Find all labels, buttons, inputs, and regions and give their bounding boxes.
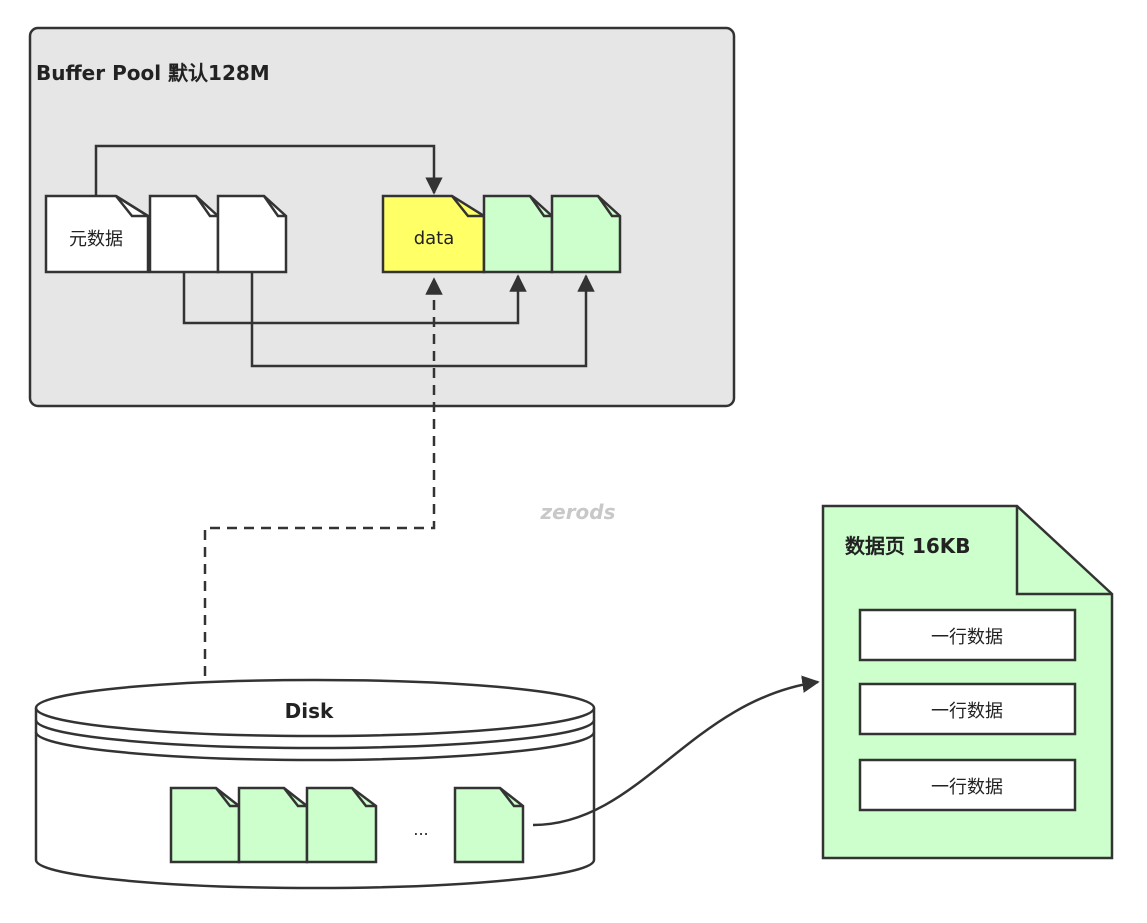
page2-to-green1-arrow: [182, 272, 527, 325]
buffer-page-green-2: [550, 194, 622, 274]
row-label-1: 一行数据: [931, 627, 1003, 648]
row-label-2: 一行数据: [931, 701, 1003, 722]
page3-to-green2-arrow: [250, 272, 595, 368]
buffer-page-white-3: [216, 194, 288, 274]
data-page-rows: [858, 608, 1077, 812]
watermark-text: zerods: [539, 500, 615, 524]
row-box-1: [858, 608, 1077, 662]
data-page-title: 数据页 16KB: [845, 534, 971, 558]
disk-to-datapage-arrow: [532, 675, 820, 827]
row-box-2: [858, 682, 1077, 736]
disk-page-last: [453, 786, 525, 864]
buffer-pool-title: Buffer Pool 默认128M: [36, 61, 270, 85]
disk-pages: [169, 786, 525, 864]
disk-label: Disk: [285, 699, 334, 723]
data-label: data: [414, 228, 455, 249]
row-box-3: [858, 758, 1077, 812]
metadata-label: 元数据: [69, 229, 123, 250]
metadata-to-data-arrow: [94, 144, 443, 196]
pool-pages: [44, 194, 622, 274]
metadata-page: [44, 194, 150, 274]
buffer-page-white-2: [148, 194, 220, 274]
disk-ellipsis: ...: [413, 820, 428, 839]
disk-page-1: [169, 786, 241, 864]
buffer-page-green-1: [482, 194, 554, 274]
disk-page-2: [237, 786, 309, 864]
pool-connectors: [94, 144, 595, 368]
disk-page-3: [305, 786, 378, 864]
disk-to-data-dashed-arrow: [203, 277, 443, 795]
row-label-3: 一行数据: [931, 777, 1003, 798]
